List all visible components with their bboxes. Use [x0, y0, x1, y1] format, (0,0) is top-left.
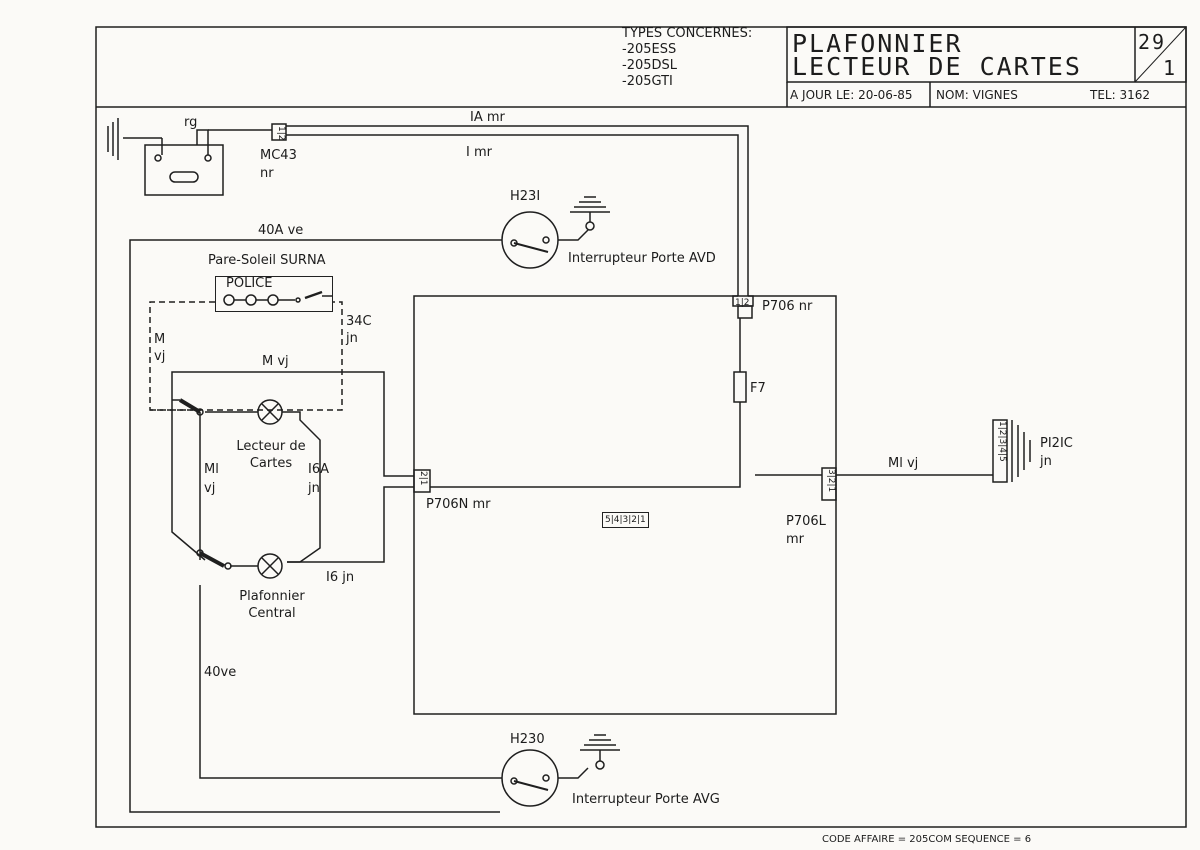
- fuse-label-f7: F7: [750, 381, 766, 396]
- mc43-pins: 1|2: [276, 126, 286, 141]
- connector-label-mc43: MC43: [260, 148, 297, 163]
- type-205dsl: -205DSL: [622, 58, 678, 73]
- wire-label-ml-vj: vj: [204, 481, 216, 496]
- wire-label-16a-jn: jn: [308, 481, 320, 496]
- type-205gti: -205GTI: [622, 74, 673, 89]
- lamp-label-lecteur-line2: Cartes: [249, 456, 293, 471]
- wire-label-34c-jn: jn: [346, 331, 358, 346]
- connector-label-p121c: PI2IC: [1040, 436, 1073, 451]
- switch-label-h230: H230: [510, 732, 545, 747]
- connector-color-p706l: mr: [786, 532, 805, 547]
- switch-name-avd: Interrupteur Porte AVD: [568, 251, 716, 266]
- type-205ess: -205ESS: [622, 42, 677, 57]
- wire-rg: [197, 130, 208, 155]
- connector-label-p706n: P706N mr: [426, 497, 491, 512]
- p121c-ground-symbol: [1012, 420, 1030, 482]
- connector-color-p121c: jn: [1040, 454, 1052, 469]
- sheet-number: 29: [1138, 30, 1167, 54]
- wire-loop-p706: [414, 296, 836, 714]
- fuse-strip: 5|4|3|2|1: [602, 512, 649, 528]
- wire-label-vj: vj: [154, 349, 166, 364]
- police-box: [215, 276, 333, 312]
- fuse-f7: [734, 372, 746, 402]
- wire-1a-mr: [286, 126, 748, 296]
- connector-label-p706l: P706L: [786, 514, 826, 529]
- battery-ground-symbol: [108, 118, 162, 160]
- connector-mc43: [272, 124, 286, 140]
- wire-label-16-jn: I6 jn: [326, 570, 355, 585]
- wire-label-m-vj: M vj: [262, 354, 289, 369]
- switch-name-avg: Interrupteur Porte AVG: [572, 792, 720, 807]
- sheet-frame: [96, 27, 1186, 827]
- wire-label-40ve: 40ve: [204, 665, 237, 680]
- footer-code: CODE AFFAIRE = 205COM SEQUENCE = 6: [822, 834, 1032, 845]
- lamp-label-plafonnier-line1: Plafonnier: [239, 589, 305, 604]
- connector-p706l: [822, 468, 836, 500]
- connector-color-mc43: nr: [260, 166, 274, 181]
- wire-label-40a-ve: 40A ve: [258, 223, 304, 238]
- connector-p121c: [993, 420, 1007, 482]
- lamp-label-lecteur-line1: Lecteur de: [236, 439, 306, 454]
- p706n-pins: 2|1: [418, 471, 428, 486]
- wire-label-ml-vj-right: Ml vj: [888, 456, 919, 471]
- p706-pins: 1|2: [735, 298, 750, 308]
- diagram-title-line2: LECTEUR DE CARTES: [792, 52, 1082, 81]
- switch-label-h231: H23I: [510, 189, 541, 204]
- sheet-index: 1: [1163, 56, 1178, 80]
- connector-label-p706: P706 nr: [762, 299, 813, 314]
- wire-label-34c: 34C: [346, 314, 372, 329]
- wire-label-rg: rg: [184, 115, 198, 130]
- lamp-label-plafonnier-line2: Central: [248, 606, 296, 621]
- p706l-pins: 3|2|1: [826, 469, 836, 493]
- wire-40ve: [200, 585, 502, 778]
- tel-label: TEL: 3162: [1090, 88, 1150, 102]
- wire-1-mr: [286, 135, 738, 296]
- wire-label-ml: Ml: [204, 462, 219, 477]
- wire-label-1-mr: I mr: [466, 145, 492, 160]
- wire-label-1a-mr: IA mr: [470, 110, 505, 125]
- battery: [145, 145, 223, 195]
- wire-label-16a: I6A: [308, 462, 329, 477]
- date-label: A JOUR LE: 20-06-85: [790, 88, 913, 102]
- police-label: POLICE: [226, 276, 273, 291]
- wire-40a-ve: [130, 240, 502, 812]
- types-concernes-title: TYPES CONCERNES:: [622, 26, 753, 41]
- p121c-pins: 1|2|3|4|5: [997, 421, 1007, 462]
- name-label: NOM: VIGNES: [936, 88, 1018, 102]
- pare-soleil-label: Pare-Soleil SURNA: [208, 253, 326, 268]
- wire-label-m: M: [154, 332, 166, 347]
- connector-p706n: [414, 470, 430, 492]
- title-block-box: [787, 27, 1186, 82]
- diagram-title-line1: PLAFONNIER: [792, 29, 963, 58]
- wire-pare-soleil-dashed: [150, 302, 342, 410]
